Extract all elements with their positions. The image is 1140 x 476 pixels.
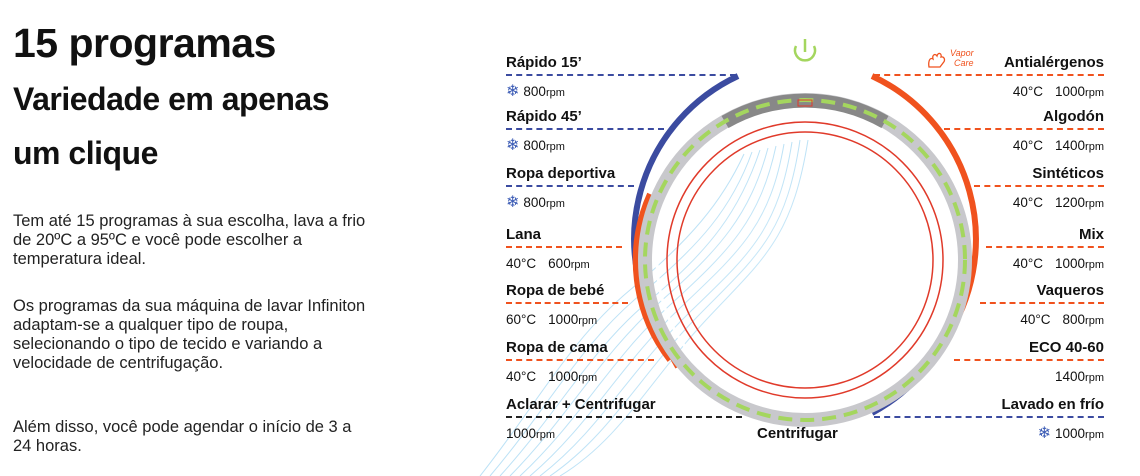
snowflake-icon: ❄: [506, 83, 520, 100]
program-rapido-15[interactable]: Rápido 15’ ❄800rpm: [506, 54, 740, 101]
drum-ring-inner: [676, 131, 934, 389]
program-ropa-deportiva[interactable]: Ropa deportiva ❄800rpm: [506, 165, 636, 212]
paragraph-programs: Os programas da sua máquina de lavar Inf…: [13, 297, 366, 372]
program-eco-40-60[interactable]: ECO 40-60 1400rpm: [954, 339, 1104, 386]
program-aclarar-centrifugar[interactable]: Aclarar + Centrifugar 1000rpm: [506, 396, 746, 443]
snowflake-icon: ❄: [1037, 425, 1051, 442]
snowflake-icon: ❄: [506, 137, 520, 154]
power-icon: [793, 39, 817, 62]
snowflake-icon: ❄: [506, 194, 520, 211]
paragraph-schedule: Além disso, você pode agendar o início d…: [13, 418, 352, 455]
program-centrifugar[interactable]: Centrifugar: [757, 425, 838, 442]
drum-ring-outer: [666, 121, 944, 399]
page-title: 15 programas: [13, 20, 276, 66]
vapor-care-icon: Vapor Care: [926, 48, 984, 70]
paragraph-temperature: Tem até 15 programas à sua escolha, lava…: [13, 212, 366, 268]
intro-text: 15 programas Variedade em apenas um cliq…: [13, 18, 373, 180]
program-rapido-45[interactable]: Rápido 45’ ❄800rpm: [506, 108, 666, 155]
page-subtitle: Variedade em apenas um clique: [13, 81, 330, 171]
heat-arc-left: [632, 192, 673, 362]
program-lavado-en-frio[interactable]: Lavado en frío ❄1000rpm: [874, 396, 1104, 443]
